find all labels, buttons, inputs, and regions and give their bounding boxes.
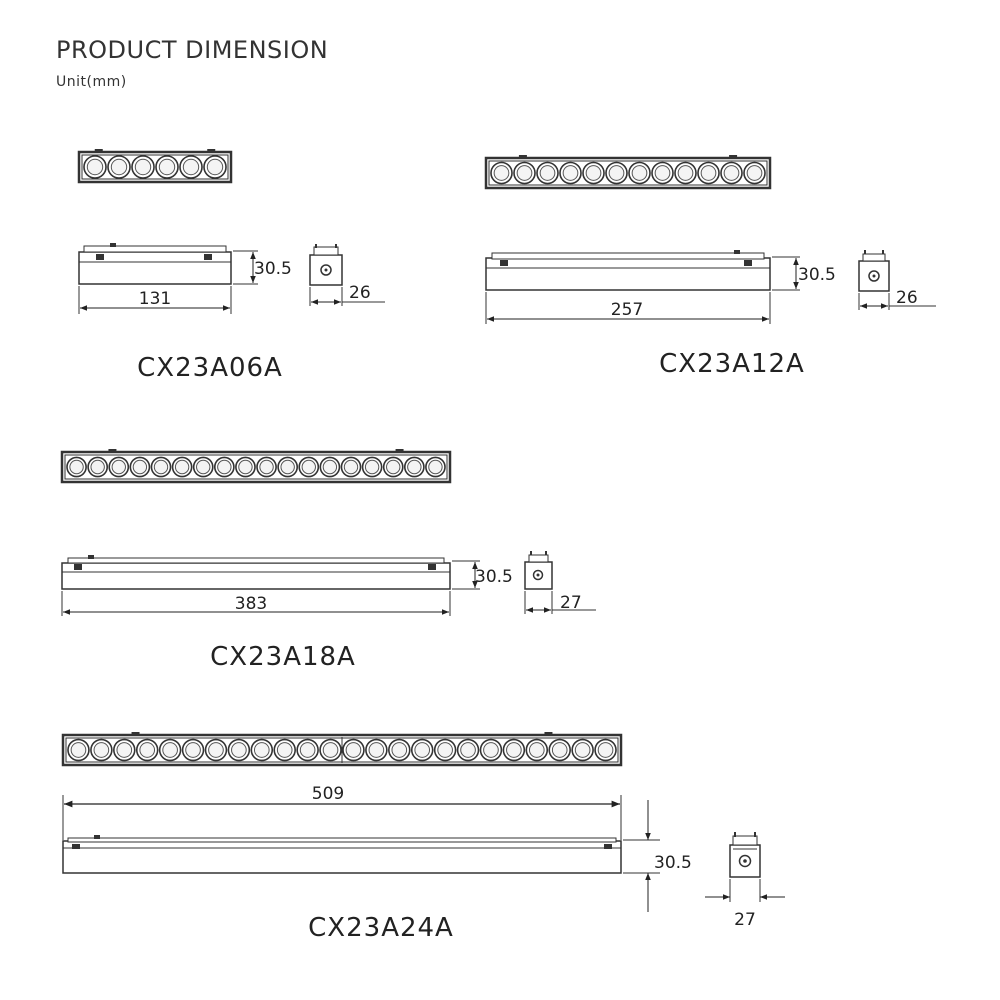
product-cx23a12a: 257 30.5 26 CX23A12A [484, 155, 936, 379]
product-cx23a06a: 131 30.5 26 CX23A06A [77, 149, 385, 383]
length-label: 257 [611, 300, 643, 320]
height-label: 30.5 [254, 259, 292, 279]
end-view-cx23a18a [524, 551, 596, 614]
width-label: 26 [896, 288, 918, 308]
top-view-cx23a24a [61, 732, 623, 767]
height-label: 30.5 [654, 853, 692, 873]
end-view-cx23a24a [705, 832, 785, 902]
width-label: 26 [349, 283, 371, 303]
side-view-cx23a24a [62, 795, 660, 912]
top-view-cx23a06a [77, 149, 233, 184]
model-name: CX23A18A [210, 642, 356, 672]
width-label: 27 [734, 910, 756, 930]
model-name: CX23A24A [308, 913, 454, 943]
height-label: 30.5 [798, 265, 836, 285]
page-title: PRODUCT DIMENSION [56, 36, 329, 64]
unit-label: Unit(mm) [56, 74, 127, 90]
end-view-cx23a12a [858, 250, 936, 310]
model-name: CX23A06A [137, 353, 283, 383]
model-name: CX23A12A [659, 349, 805, 379]
side-view-cx23a12a [485, 250, 800, 324]
height-label: 30.5 [475, 567, 513, 587]
end-view-cx23a06a [309, 244, 385, 306]
product-cx23a24a: 509 30.5 27 CX23A24A [61, 732, 785, 943]
product-cx23a18a: 383 30.5 27 CX23A18A [60, 449, 596, 672]
top-view-cx23a18a [60, 449, 452, 484]
length-label: 131 [139, 289, 171, 309]
side-view-cx23a18a [61, 555, 480, 616]
length-label: 383 [235, 594, 267, 614]
length-label: 509 [312, 784, 344, 804]
width-label: 27 [560, 593, 582, 613]
top-view-cx23a12a [484, 155, 772, 190]
side-view-cx23a06a [78, 243, 258, 314]
